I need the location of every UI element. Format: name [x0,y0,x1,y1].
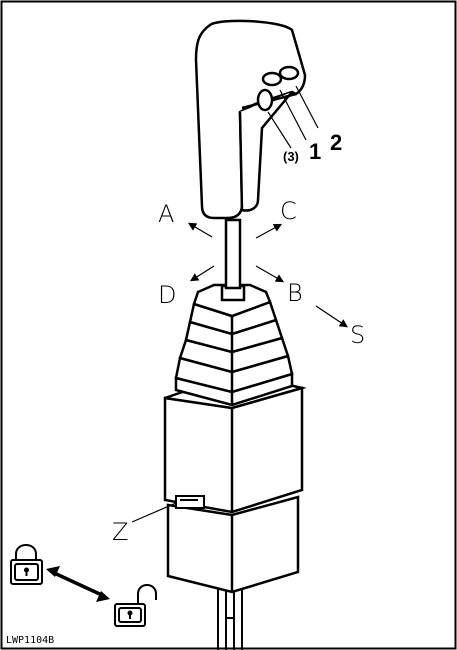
label-a: A [158,200,174,228]
figure-code: LWP1104B [6,635,54,646]
leader-1 [279,89,307,141]
label-button-2: 2 [330,130,342,155]
label-d: D [158,281,176,309]
button-1[interactable] [261,71,283,87]
lock-release-slot[interactable] [175,495,205,509]
padlock-open-icon [114,584,157,627]
direction-arrows [131,85,348,523]
label-z: Z [112,518,128,546]
label-button-1: 1 [309,139,321,164]
joystick-base-housing [163,378,307,594]
label-button-3: (3) [283,149,299,164]
lock-toggle-arrow [46,566,110,602]
leader-3 [267,111,292,149]
leader-z [131,502,177,523]
cable [217,585,243,650]
arrow-d [189,265,215,282]
arrow-s [315,305,348,328]
button-3[interactable] [256,88,274,112]
label-c: C [280,197,297,225]
padlock-closed-icon [10,544,43,585]
label-s: S [350,321,365,349]
labels: A C D B S Z 2 1 (3) LWP1104B [6,130,365,646]
label-b: B [287,279,303,307]
arrow-a [187,222,213,238]
arrow-c [255,223,283,239]
leader-2 [295,85,319,129]
bellows-boot [174,283,294,407]
handle-buttons [256,65,300,112]
joystick-shaft [220,218,246,302]
arrow-b [255,265,285,283]
button-2[interactable] [278,65,300,81]
joystick-handle[interactable] [194,19,307,220]
